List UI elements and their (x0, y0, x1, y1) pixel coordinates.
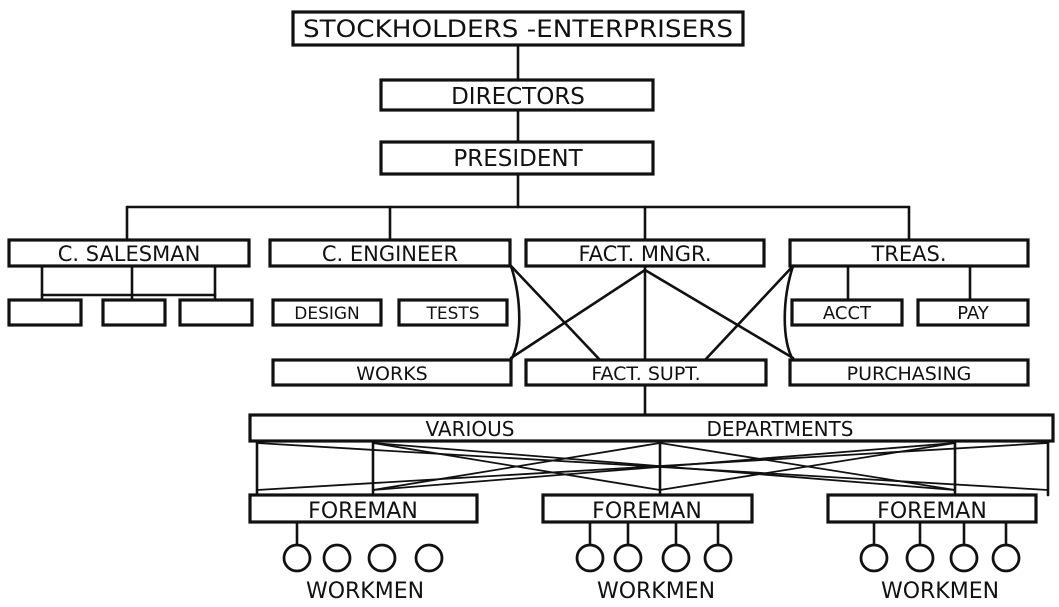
workmen-group: WORKMEN (859, 543, 1021, 604)
directors-box: DIRECTORS (379, 78, 655, 112)
factory-manager-label: FACT. MNGR. (578, 242, 711, 266)
tests-label: TESTS (425, 304, 479, 324)
workmen-group: WORKMEN (282, 543, 444, 604)
chief-salesman-label: C. SALESMAN (58, 242, 201, 266)
workmen-label: WORKMEN (881, 579, 999, 604)
foreman-box: FOREMAN (826, 493, 1038, 524)
workman-circle (367, 543, 397, 573)
workmen-label: WORKMEN (306, 579, 424, 604)
line-mngr-works (509, 268, 647, 360)
salesman-subordinate-box (101, 298, 167, 327)
foreman-label: FOREMAN (308, 499, 418, 524)
various-label: VARIOUS (426, 417, 515, 441)
president-label: PRESIDENT (453, 146, 583, 172)
chief-engineer-box: C. ENGINEER (268, 238, 512, 268)
line-mngr-purchasing (643, 268, 795, 360)
treasurer-label: TREAS. (870, 242, 946, 266)
accounting-label: ACCT (823, 303, 872, 324)
foreman-box: FOREMAN (248, 493, 479, 524)
purchasing-box: PURCHASING (788, 358, 1030, 387)
foreman-label: FOREMAN (592, 499, 702, 524)
directors-label: DIRECTORS (451, 84, 585, 110)
factory-superintendent-label: FACT. SUPT. (591, 363, 700, 385)
workman-circle (575, 543, 605, 573)
line-treasurer-superintendent (703, 264, 795, 362)
connector-lines (40, 43, 1050, 547)
chief-engineer-label: C. ENGINEER (322, 242, 458, 266)
pay-box: PAY (916, 298, 1030, 327)
factory-superintendent-box: FACT. SUPT. (524, 358, 768, 387)
factory-manager-box: FACT. MNGR. (524, 238, 766, 268)
president-box: PRESIDENT (379, 140, 655, 176)
treasurer-box: TREAS. (788, 238, 1030, 268)
foreman-box: FOREMAN (541, 493, 754, 524)
stockholders-label: STOCKHOLDERS -ENTERPRISERS (303, 15, 733, 43)
workman-circle (991, 543, 1021, 573)
works-box: WORKS (271, 358, 513, 387)
workmen-label: WORKMEN (597, 579, 715, 604)
workmen-group: WORKMEN (575, 543, 733, 604)
cross-links (256, 442, 1049, 491)
design-label: DESIGN (294, 304, 360, 324)
purchasing-label: PURCHASING (847, 363, 972, 385)
workman-circle (282, 543, 312, 573)
chief-salesman-box: C. SALESMAN (7, 238, 251, 268)
line-engineer-superintendent (509, 264, 602, 362)
workman-circle (949, 543, 979, 573)
workman-circle (613, 543, 643, 573)
salesman-subordinate-box (7, 298, 83, 327)
works-label: WORKS (356, 363, 427, 385)
workman-circle (859, 543, 889, 573)
line-engineer-works (509, 264, 521, 362)
design-box: DESIGN (271, 298, 383, 327)
various-departments-box: VARIOUS DEPARTMENTS (248, 413, 1055, 443)
workman-circle (905, 543, 935, 573)
pay-label: PAY (957, 303, 990, 324)
foreman-label: FOREMAN (877, 499, 987, 524)
workmen-links-3 (872, 520, 1008, 547)
salesman-subordinate-box (178, 298, 254, 327)
workman-circle (703, 543, 733, 573)
stockholders-box: STOCKHOLDERS -ENTERPRISERS (291, 10, 745, 47)
departments-label: DEPARTMENTS (707, 417, 854, 441)
workmen-links-2 (588, 520, 720, 547)
accounting-box: ACCT (790, 298, 904, 327)
line-treasurer-purchasing (783, 264, 795, 362)
tests-box: TESTS (397, 298, 509, 327)
workman-circle (322, 543, 352, 573)
workman-circle (661, 543, 691, 573)
workman-circle (414, 543, 444, 573)
